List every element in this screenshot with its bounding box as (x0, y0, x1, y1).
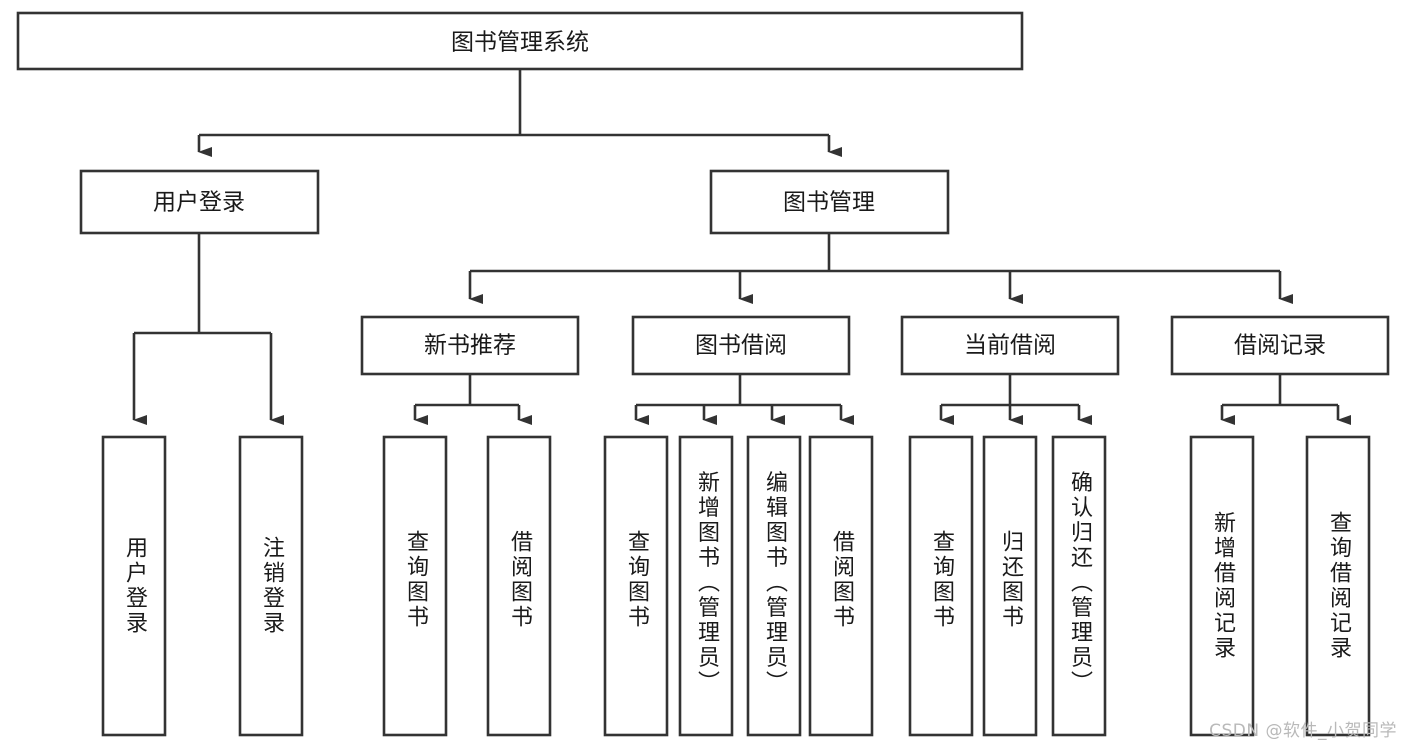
connector-userlogin-to-leaves (132, 234, 284, 425)
node-current-borrow[interactable]: 当前借阅 (900, 315, 1120, 376)
connector-bookborrow-to-leaves (634, 375, 854, 425)
node-leaf-add-book[interactable]: 新增图书（管理员） (678, 435, 734, 737)
node-leaf-logout[interactable]: 注销登录 (238, 435, 304, 737)
node-leaf-edit-book[interactable]: 编辑图书（管理员） (746, 435, 802, 737)
node-new-book-rec-label: 新书推荐 (424, 333, 516, 359)
node-borrow-record[interactable]: 借阅记录 (1170, 315, 1390, 376)
node-leaf-add-book-label: 新增图书（管理员） (694, 471, 720, 696)
node-book-borrow[interactable]: 图书借阅 (631, 315, 851, 376)
node-leaf-user-login-label: 用户登录 (122, 536, 148, 636)
node-leaf-query-book-2[interactable]: 查询图书 (603, 435, 669, 737)
node-leaf-query-book-3[interactable]: 查询图书 (908, 435, 974, 737)
node-leaf-borrow-book-1[interactable]: 借阅图书 (486, 435, 552, 737)
node-root-label: 图书管理系统 (451, 30, 589, 56)
node-leaf-confirm-return-label: 确认归还（管理员） (1067, 471, 1093, 696)
node-leaf-add-record[interactable]: 新增借阅记录 (1189, 435, 1255, 737)
node-user-login-label: 用户登录 (153, 190, 245, 216)
node-book-manage-label: 图书管理 (783, 190, 875, 216)
node-leaf-user-login[interactable]: 用户登录 (101, 435, 167, 737)
node-leaf-query-book-3-label: 查询图书 (929, 530, 955, 630)
node-root[interactable]: 图书管理系统 (16, 11, 1024, 71)
node-user-login[interactable]: 用户登录 (79, 169, 320, 235)
node-leaf-query-book-1[interactable]: 查询图书 (382, 435, 448, 737)
connector-currentborrow-to-leaves (939, 375, 1092, 425)
node-leaf-add-record-label: 新增借阅记录 (1210, 511, 1236, 661)
connector-bookmanage-to-level3 (468, 234, 1293, 304)
node-leaf-query-book-2-label: 查询图书 (624, 530, 650, 630)
node-leaf-borrow-book-2[interactable]: 借阅图书 (808, 435, 874, 737)
node-leaf-borrow-book-2-label: 借阅图书 (829, 530, 855, 630)
connector-borrowrecord-to-leaves (1220, 375, 1351, 425)
node-leaf-edit-book-label: 编辑图书（管理员） (762, 471, 788, 696)
node-current-borrow-label: 当前借阅 (964, 333, 1056, 359)
node-leaf-return-book[interactable]: 归还图书 (982, 435, 1038, 737)
node-leaf-borrow-book-1-label: 借阅图书 (507, 530, 533, 630)
node-book-manage[interactable]: 图书管理 (709, 169, 950, 235)
node-book-borrow-label: 图书借阅 (695, 333, 787, 359)
node-leaf-return-book-label: 归还图书 (998, 530, 1024, 630)
node-leaf-logout-label: 注销登录 (259, 536, 285, 636)
node-leaf-query-record-label: 查询借阅记录 (1326, 511, 1352, 661)
node-leaf-confirm-return[interactable]: 确认归还（管理员） (1051, 435, 1107, 737)
node-leaf-query-record[interactable]: 查询借阅记录 (1305, 435, 1371, 737)
node-leaf-query-book-1-label: 查询图书 (403, 530, 429, 630)
connector-newbook-to-leaves (413, 375, 532, 425)
node-borrow-record-label: 借阅记录 (1234, 333, 1326, 359)
connector-root-to-level2 (197, 69, 842, 157)
node-new-book-rec[interactable]: 新书推荐 (360, 315, 580, 376)
